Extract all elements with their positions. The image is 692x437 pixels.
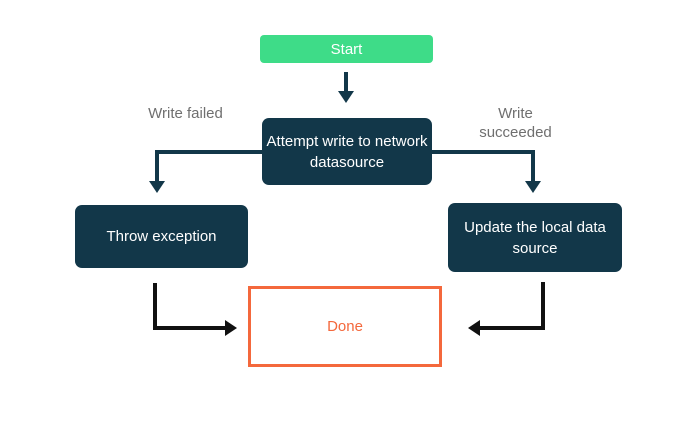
arrow-shaft-horizontal [155, 150, 262, 154]
arrow-shaft-horizontal [480, 326, 545, 330]
node-update-local: Update the local data source [448, 203, 622, 272]
node-attempt-write: Attempt write to network datasource [262, 118, 432, 185]
arrow-shaft-vertical [541, 282, 545, 330]
edge-label-write-failed: Write failed [148, 105, 223, 122]
arrowhead-down-icon [525, 181, 541, 193]
node-start: Start [260, 35, 433, 63]
arrow-shaft-vertical [344, 72, 348, 92]
node-done: Done [248, 286, 442, 367]
node-throw-exception: Throw exception [75, 205, 248, 268]
node-attempt-write-label: Attempt write to network datasource [266, 132, 428, 171]
arrow-shaft-horizontal [153, 326, 225, 330]
arrowhead-down-icon [149, 181, 165, 193]
node-throw-exception-label: Throw exception [106, 228, 217, 245]
arrow-shaft-vertical [153, 283, 157, 330]
arrow-shaft-vertical [531, 150, 535, 181]
node-update-local-label: Update the local data source [464, 218, 606, 257]
edge-label-write-succeeded: Write succeeded [479, 105, 552, 141]
arrowhead-left-icon [468, 320, 480, 336]
arrow-shaft-vertical [155, 150, 159, 181]
node-done-label: Done [327, 318, 363, 335]
arrowhead-right-icon [225, 320, 237, 336]
arrowhead-down-icon [338, 91, 354, 103]
arrow-shaft-horizontal [432, 150, 535, 154]
node-start-label: Start [330, 40, 363, 58]
